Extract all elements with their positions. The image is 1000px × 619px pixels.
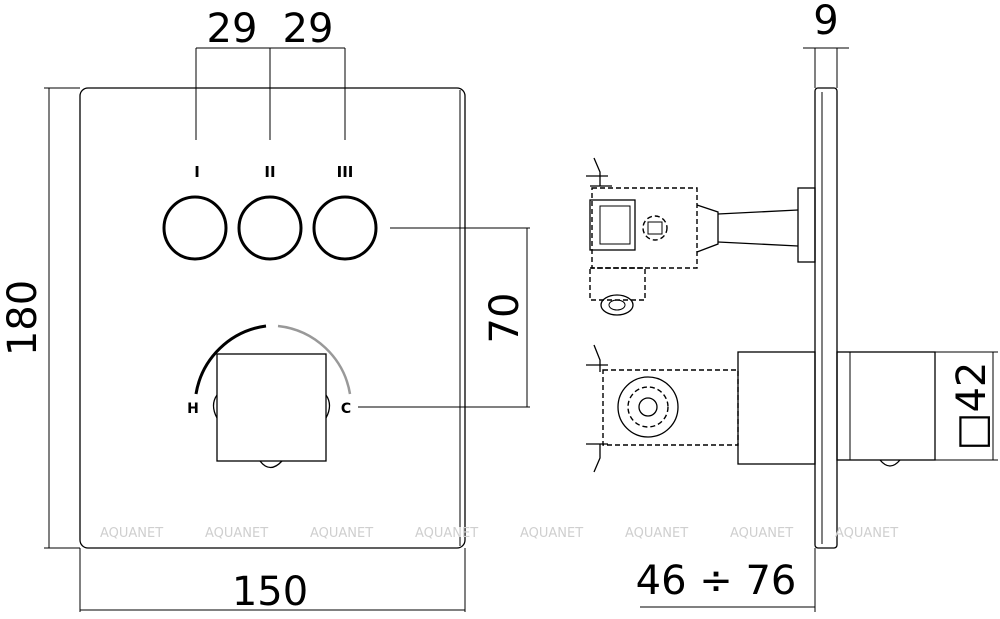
mounting-bracket-lower [586, 344, 608, 473]
cold-label: C [341, 401, 351, 417]
cold-arc [277, 324, 352, 395]
side-handle [836, 351, 936, 461]
cover-plate [79, 87, 466, 549]
dimension-cover-thickness: 9 [813, 0, 838, 44]
watermark: AQUANET [835, 526, 898, 541]
watermark: AQUANET [100, 526, 163, 541]
side-cover-plate [814, 87, 838, 549]
front-view: I II III 29 29 H C 70 180 150 [0, 6, 530, 615]
diverter-neck [696, 204, 719, 253]
hot-arc [194, 324, 267, 395]
side-view: 9 □42 46 ÷ 76 [586, 0, 998, 612]
diverter-stem-top [717, 209, 799, 215]
dimension-width: 150 [232, 569, 308, 615]
diverter-body [591, 187, 698, 269]
thermostat-inlet-outer [617, 376, 679, 438]
diverter-port [642, 215, 668, 241]
outlet-label-3: III [337, 163, 354, 181]
outlet-button-2 [237, 195, 303, 261]
mounting-bracket-upper [586, 157, 612, 187]
dimension-handle-size: □42 [949, 362, 995, 451]
outlet-label-1: I [194, 163, 200, 181]
diverter-stem-bottom [717, 241, 799, 247]
thermostat-handle [216, 353, 327, 462]
diverter-cartridge [589, 199, 636, 251]
dimension-spacing-left: 29 [207, 6, 258, 52]
outlet-button-3 [312, 195, 378, 261]
watermark: AQUANET [625, 526, 688, 541]
handle-side-right [325, 394, 331, 419]
watermark: AQUANET [730, 526, 793, 541]
dimension-install-depth: 46 ÷ 76 [636, 558, 797, 604]
handle-side-left [212, 394, 218, 419]
dimension-vertical-offset: 70 [482, 293, 528, 344]
diverter-lower-port-inner [608, 299, 626, 311]
dimension-height: 180 [0, 280, 46, 356]
diverter-port-slot [647, 221, 663, 235]
outlet-button-1 [162, 195, 228, 261]
hot-label: H [187, 401, 199, 417]
diverter-lower-port [600, 294, 634, 316]
handle-bottom-knob [259, 460, 283, 469]
watermark-row: AQUANET AQUANET AQUANET AQUANET AQUANET … [100, 526, 898, 541]
thermostat-cylinder [737, 351, 816, 465]
diverter-cartridge-inner [599, 205, 631, 245]
thermostat-inlet-mid [627, 386, 669, 428]
watermark: AQUANET [205, 526, 268, 541]
dimension-spacing-right: 29 [283, 6, 334, 52]
watermark: AQUANET [520, 526, 583, 541]
outlet-label-2: II [264, 163, 275, 181]
diverter-flange [797, 187, 816, 263]
thermostat-body [602, 369, 739, 446]
thermostat-inlet-inner [638, 397, 658, 417]
side-handle-knob [879, 459, 901, 467]
watermark: AQUANET [310, 526, 373, 541]
watermark: AQUANET [415, 526, 478, 541]
